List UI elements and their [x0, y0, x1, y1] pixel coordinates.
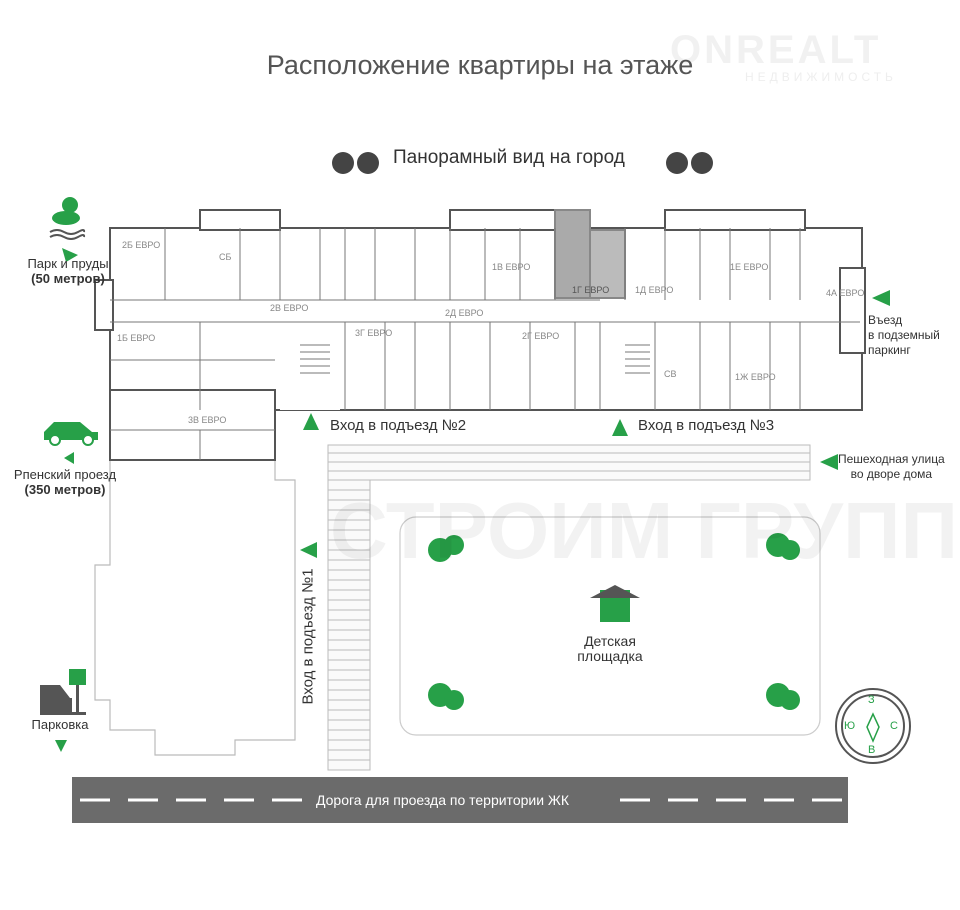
panorama-label: Панорамный вид на город [393, 147, 625, 168]
arrow-pedestrian-icon [820, 454, 838, 470]
apartment-label[interactable]: 3В ЕВРО [188, 415, 227, 425]
binoculars-icon [666, 152, 713, 174]
compass-east: В [868, 744, 876, 756]
main-road-label: Дорога для проезда по территории ЖК [310, 792, 575, 808]
compass-needle-icon [866, 712, 880, 743]
pedestrian-street-line: Пешеходная улица [838, 452, 945, 466]
apartment-label[interactable]: 4А ЕВРО [826, 288, 865, 298]
apartment-label[interactable]: 1Ж ЕВРО [735, 372, 776, 382]
logo: ONREALT [670, 28, 882, 72]
floor-plan [94, 209, 866, 461]
car-icon [44, 422, 98, 446]
apartment-label[interactable]: 3Г ЕВРО [355, 328, 393, 338]
logo-subtitle: НЕДВИЖИМОСТЬ [745, 70, 897, 84]
apartment-label[interactable]: 2Д ЕВРО [445, 308, 484, 318]
arrow-entrance-1-icon [300, 542, 317, 558]
playground-icon [590, 585, 640, 622]
watermark: СТРОИМ ГРУПП [330, 486, 958, 575]
underground-parking-line: Въезд [868, 313, 903, 327]
binoculars-icon [332, 152, 379, 174]
park-label-distance: (50 метров) [31, 271, 105, 286]
arrow-entrance-2-icon [303, 413, 319, 430]
parking-label: Парковка [31, 717, 89, 732]
compass-south: Ю [844, 720, 856, 732]
entrance-1-label: Вход в подъезд №1 [299, 568, 317, 705]
apartment-label[interactable]: СБ [219, 252, 232, 262]
arrow-underground-icon [872, 290, 890, 306]
park-label-name: Парк и пруды [27, 256, 109, 271]
playground-label-line: Детская [584, 633, 636, 649]
apartment-label[interactable]: 2Г ЕВРО [522, 331, 560, 341]
compass-north: С [890, 720, 898, 732]
playground-label-line: площадка [577, 648, 643, 664]
apartment-label[interactable]: 2Б ЕВРО [122, 240, 161, 250]
arrow-road-icon [64, 452, 74, 464]
road-label-distance: (350 метров) [24, 482, 106, 497]
park-label: Парк и пруды(50 метров) [18, 256, 118, 286]
entrance-3-label: Вход в подъезд №3 [638, 417, 775, 434]
underground-parking-line: в подземный [868, 328, 940, 342]
apartment-label[interactable]: 1В ЕВРО [492, 262, 531, 272]
apartment-label[interactable]: 1Б ЕВРО [117, 333, 156, 343]
apartment-label[interactable]: 1Е ЕВРО [730, 262, 769, 272]
parked-car-icon [40, 685, 86, 715]
entrance-2-label: Вход в подъезд №2 [330, 417, 467, 434]
interior-walls [110, 228, 860, 460]
underground-parking-line: паркинг [868, 343, 911, 357]
arrow-parking-icon [55, 740, 67, 752]
arrow-park-icon [62, 248, 78, 262]
road-label: Рпенский проезд(350 метров) [10, 467, 120, 497]
road-label-name: Рпенский проезд [13, 467, 117, 482]
arrow-entrance-3-icon [612, 419, 628, 436]
apartment-label-highlighted[interactable]: 1Г ЕВРО [572, 285, 610, 295]
compass-icon [835, 688, 911, 764]
apartment-label[interactable]: 2В ЕВРО [270, 303, 309, 313]
apartment-label[interactable]: СВ [664, 369, 677, 379]
duck-icon [52, 197, 80, 225]
apartment-label[interactable]: 1Д ЕВРО [635, 285, 674, 295]
playground-area [399, 516, 821, 736]
parking-sign-icon [69, 669, 86, 685]
compass-west: З [868, 694, 875, 706]
pedestrian-walkway [327, 444, 811, 771]
neighbor-building-outline [94, 459, 296, 756]
water-icon [49, 229, 86, 240]
page-title: Расположение квартиры на этаже [266, 50, 694, 80]
tree-icons [428, 533, 800, 710]
pedestrian-street-line: во дворе дома [850, 467, 933, 481]
